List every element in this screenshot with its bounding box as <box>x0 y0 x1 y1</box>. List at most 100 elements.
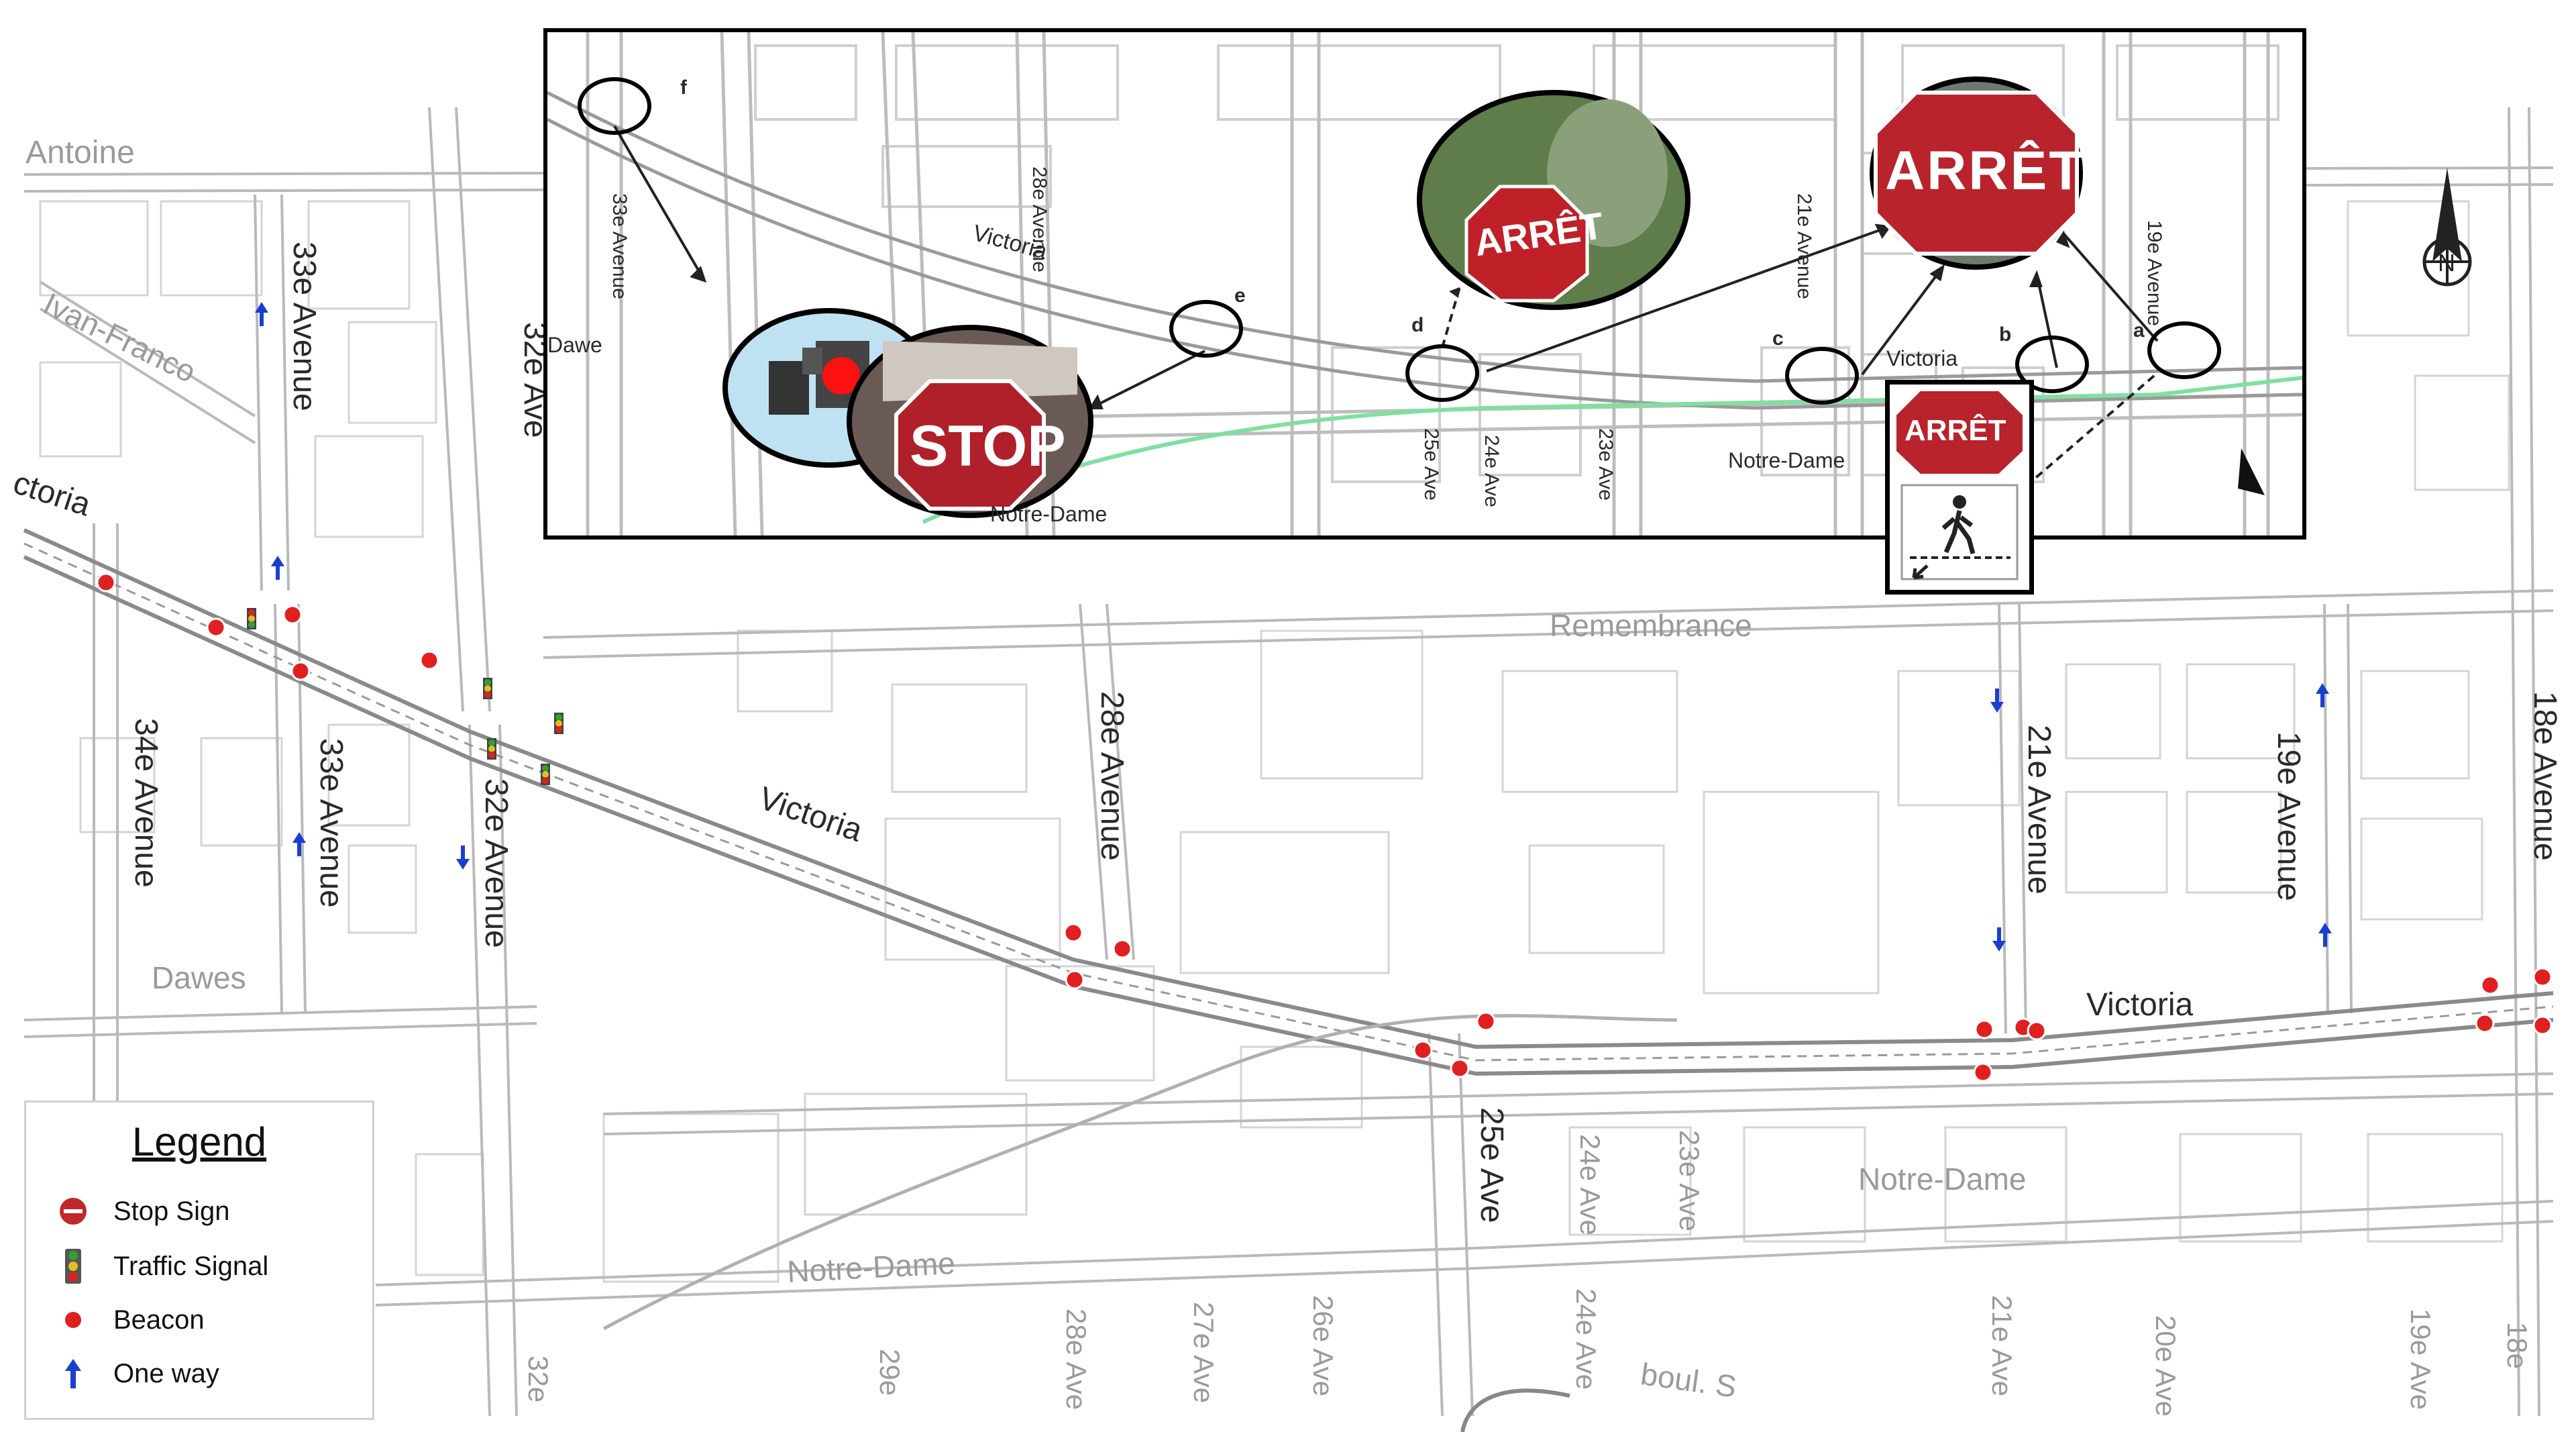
inset-victoria <box>547 91 2302 410</box>
pedestrian-arret-text: ARRÊT <box>1904 414 2006 447</box>
street-label-18e-avenue: 18e Avenue <box>2527 691 2563 861</box>
street-label-bottom: 19e Ave <box>2405 1309 2436 1411</box>
marker-label-f: f <box>680 76 687 99</box>
stop-sign-icon <box>53 1191 93 1231</box>
inset-north-arrow-icon <box>2238 448 2265 495</box>
beacon-marker <box>2475 1013 2495 1033</box>
marker-circle-f <box>578 77 651 135</box>
beacon-marker <box>2532 967 2553 987</box>
rail-line <box>602 1014 1678 1331</box>
inset-street-label-28e: 28e Avenue <box>1028 166 1051 272</box>
marker-circle-a <box>2147 321 2221 379</box>
inset-map-geometry <box>547 32 2302 535</box>
street-label-33e-avenue-bottom: 33e Avenue <box>313 738 349 908</box>
inset-street-label-23e: 23e Ave <box>1595 428 1617 501</box>
one-way-arrows <box>255 302 2332 952</box>
street-label-19e-avenue: 19e Avenue <box>2271 731 2306 901</box>
legend-item-one-way: One way <box>53 1353 219 1394</box>
marker-label-b: b <box>1999 323 2012 346</box>
street-label-bottom: 26e Ave <box>1307 1295 1339 1397</box>
street-label-antoine: Antoine <box>25 135 135 170</box>
beacon-marker <box>96 572 116 593</box>
north-arrow-icon: N <box>2422 168 2472 287</box>
inset-street-label-21e: 21e Avenue <box>1793 193 1815 299</box>
street-label-bottom: 28e Ave <box>1061 1309 1092 1411</box>
street-label-bottom: 21e Ave <box>1986 1295 2018 1397</box>
one-way-down-arrow <box>1992 927 2006 952</box>
inset-street-label-24e: 24e Ave <box>1481 435 1503 507</box>
legend-panel: Legend Stop Sign Traffic Signal Beacon O… <box>24 1101 374 1420</box>
marker-circle-d <box>1405 344 1479 402</box>
marker-circle-c <box>1785 347 1859 405</box>
street-label-25e-ave: 25e Ave <box>1474 1107 1509 1223</box>
inset-street-label-victoria-right: Victoria <box>1886 346 1958 370</box>
street-label-28e-avenue: 28e Avenue <box>1094 691 1130 861</box>
one-way-arrow-icon <box>53 1353 93 1394</box>
traffic-signal-marker <box>541 764 550 785</box>
street-label-bottom: 20e Ave <box>2150 1315 2182 1417</box>
traffic-signal-icon <box>53 1246 93 1286</box>
legend-item-stop-sign: Stop Sign <box>53 1191 229 1231</box>
photo-arret-tree <box>1417 90 1690 310</box>
marker-circle-b <box>2015 336 2089 393</box>
beacon-marker <box>290 661 311 681</box>
beacon-markers <box>96 572 2553 1082</box>
street-label-bottom: 24e Ave <box>1574 1134 1606 1236</box>
marker-label-d: d <box>1411 314 1424 336</box>
photo-stop-text: STOP <box>910 414 1066 478</box>
one-way-down-arrow <box>1990 688 2004 713</box>
marker-label-e: e <box>1234 285 1246 307</box>
one-way-down-arrow <box>456 846 470 870</box>
street-label-32e-avenue-bottom: 32e Avenue <box>478 778 514 948</box>
inset-street-label-25e: 25e Ave <box>1420 428 1442 501</box>
beacon-marker <box>419 650 439 670</box>
inset-callout-arrows <box>613 125 2159 409</box>
legend-item-label: Traffic Signal <box>113 1251 269 1281</box>
traffic-signal-marker <box>247 608 256 629</box>
beacon-marker <box>1973 1062 1993 1082</box>
beacon-marker <box>282 605 303 625</box>
beacon-marker <box>2532 1015 2553 1035</box>
inset-marker-circles <box>578 77 2221 405</box>
inset-map: STOP ARRÊT ARRÊT Victoria Victoria 33e A… <box>543 28 2306 540</box>
traffic-signal-marker <box>483 678 492 699</box>
street-label-dawes: Dawes <box>152 960 246 995</box>
inset-street-label-19e: 19e Avenue <box>2143 220 2165 326</box>
beacon-marker <box>1476 1011 1496 1031</box>
one-way-up-arrow <box>255 302 268 326</box>
svg-text:N: N <box>2438 249 2455 276</box>
street-label-bottom: 24e Ave <box>1570 1288 1602 1390</box>
traffic-signal-marker <box>554 713 564 734</box>
photo-arret-large <box>1870 76 2083 270</box>
beacon-marker <box>1974 1019 1994 1039</box>
inset-street-label-notre-dame-right: Notre-Dame <box>1728 448 1845 472</box>
legend-item-beacon: Beacon <box>53 1300 205 1340</box>
photo-stop-sign <box>847 325 1093 518</box>
beacon-marker <box>1063 923 1083 943</box>
photo-arret-large-text: ARRÊT <box>1885 140 2085 201</box>
one-way-up-arrow <box>2316 683 2329 707</box>
beacon-marker <box>2027 1021 2047 1041</box>
pedestrian-sign-callout: ARRÊT <box>1885 380 2034 595</box>
inset-street-label-dawes: Dawe <box>547 333 602 357</box>
street-label-34e-avenue: 34e Avenue <box>128 718 164 888</box>
legend-item-traffic-signal: Traffic Signal <box>53 1246 268 1286</box>
beacon-marker <box>2480 975 2500 995</box>
traffic-signal-markers <box>247 608 564 785</box>
beacon-icon <box>53 1300 93 1340</box>
street-label-remembrance: Remembrance <box>1550 608 1752 643</box>
inset-street-label-33e: 33e Avenue <box>608 193 631 299</box>
street-label-21e-avenue: 21e Avenue <box>2021 725 2057 894</box>
beacon-marker <box>1065 970 1085 990</box>
marker-label-c: c <box>1772 327 1784 350</box>
street-label-bottom: 18e <box>2502 1322 2533 1370</box>
inset-street-label-notre-dame-left: Notre-Dame <box>990 502 1108 526</box>
street-label-victoria-right: Victoria <box>2086 987 2194 1023</box>
legend-item-label: One way <box>113 1358 219 1388</box>
roundabout-arc <box>1460 1388 1570 1432</box>
one-way-up-arrow <box>292 832 306 856</box>
street-label-bottom: 27e Ave <box>1188 1302 1220 1404</box>
traffic-signal-marker <box>487 738 496 760</box>
street-label-bottom: 29e <box>874 1349 906 1396</box>
beacon-marker <box>206 617 226 637</box>
